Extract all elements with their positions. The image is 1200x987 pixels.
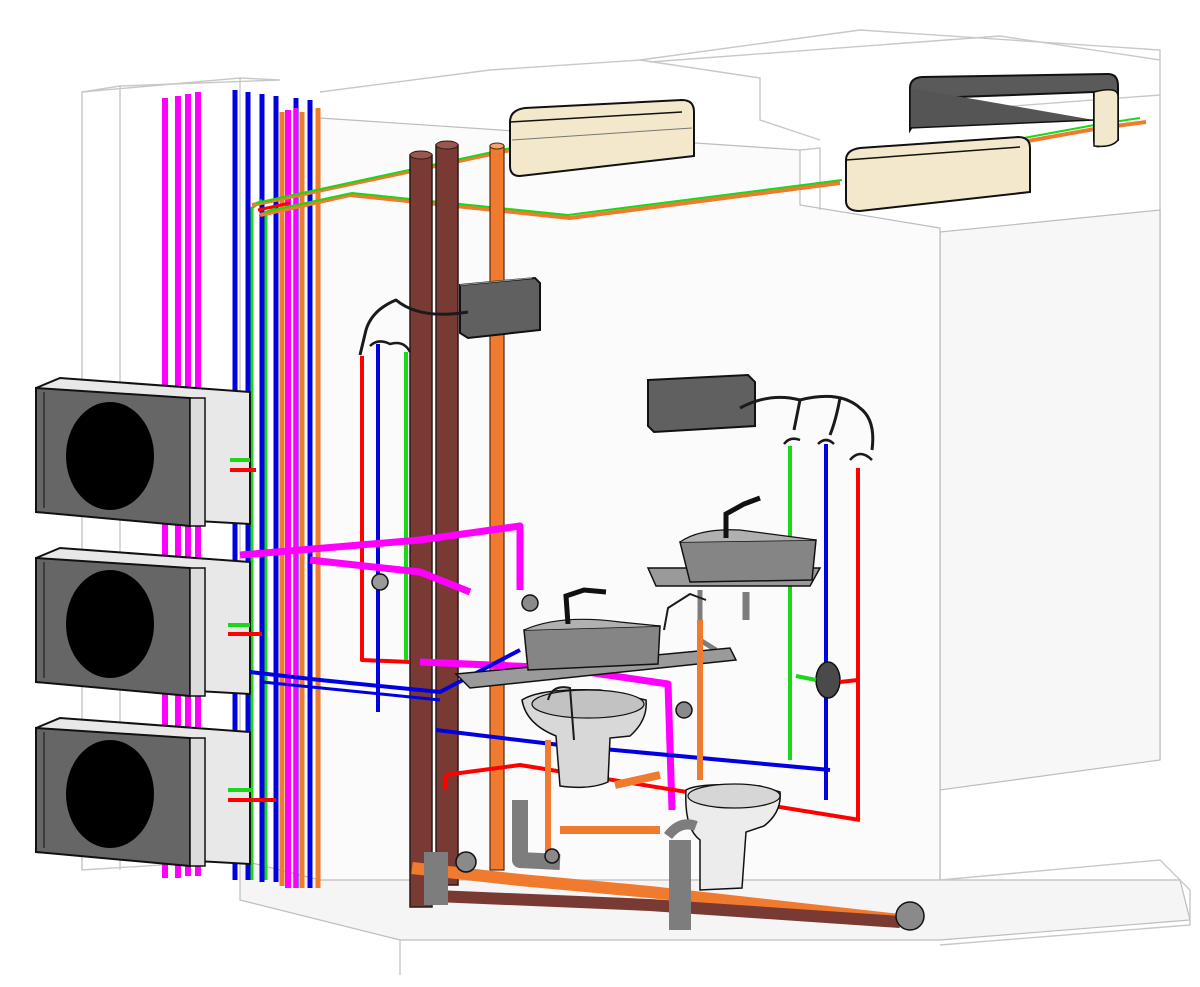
orange-vent-stack [489,145,505,871]
outdoor-unit-connections [228,458,276,802]
brown-drain-stack [409,154,433,908]
water-heater-lower [647,373,875,451]
toilet-left [521,686,647,789]
indoor-unit-left [509,98,695,178]
outdoor-unit-bottom [35,716,251,868]
green-refrigerant-run [263,179,843,216]
outdoor-unit-top [35,376,251,528]
outdoor-unit-middle [35,546,251,698]
fan-icon [66,570,154,678]
waste-piping [411,594,925,931]
drain-stacks [409,140,505,908]
valve-icon [371,573,389,591]
faucet-icon [563,587,607,625]
sink-left [454,587,738,689]
red-refrigerant-run [257,201,291,212]
valve-icon [521,594,539,612]
floor-drain-icon [455,851,477,873]
fan-icon [66,402,154,510]
indoor-unit-right [845,135,1031,213]
indoor-unit-back [909,72,1119,148]
valve-icon [675,701,693,719]
orange-refrigerant-run [259,181,841,220]
water-meter-icon [795,661,859,699]
pink-riser-front-group [285,108,298,888]
orange-riser-group [279,108,321,888]
water-heater-upper [358,276,541,356]
valve-icon [544,848,560,864]
toilet-right [685,783,781,891]
right-fixture-supply [783,437,873,820]
fan-icon [66,740,154,848]
cleanout-icon [895,901,925,931]
faucet-icon [723,495,761,538]
sink-right [646,495,822,653]
left-fixture-supply [360,340,412,712]
